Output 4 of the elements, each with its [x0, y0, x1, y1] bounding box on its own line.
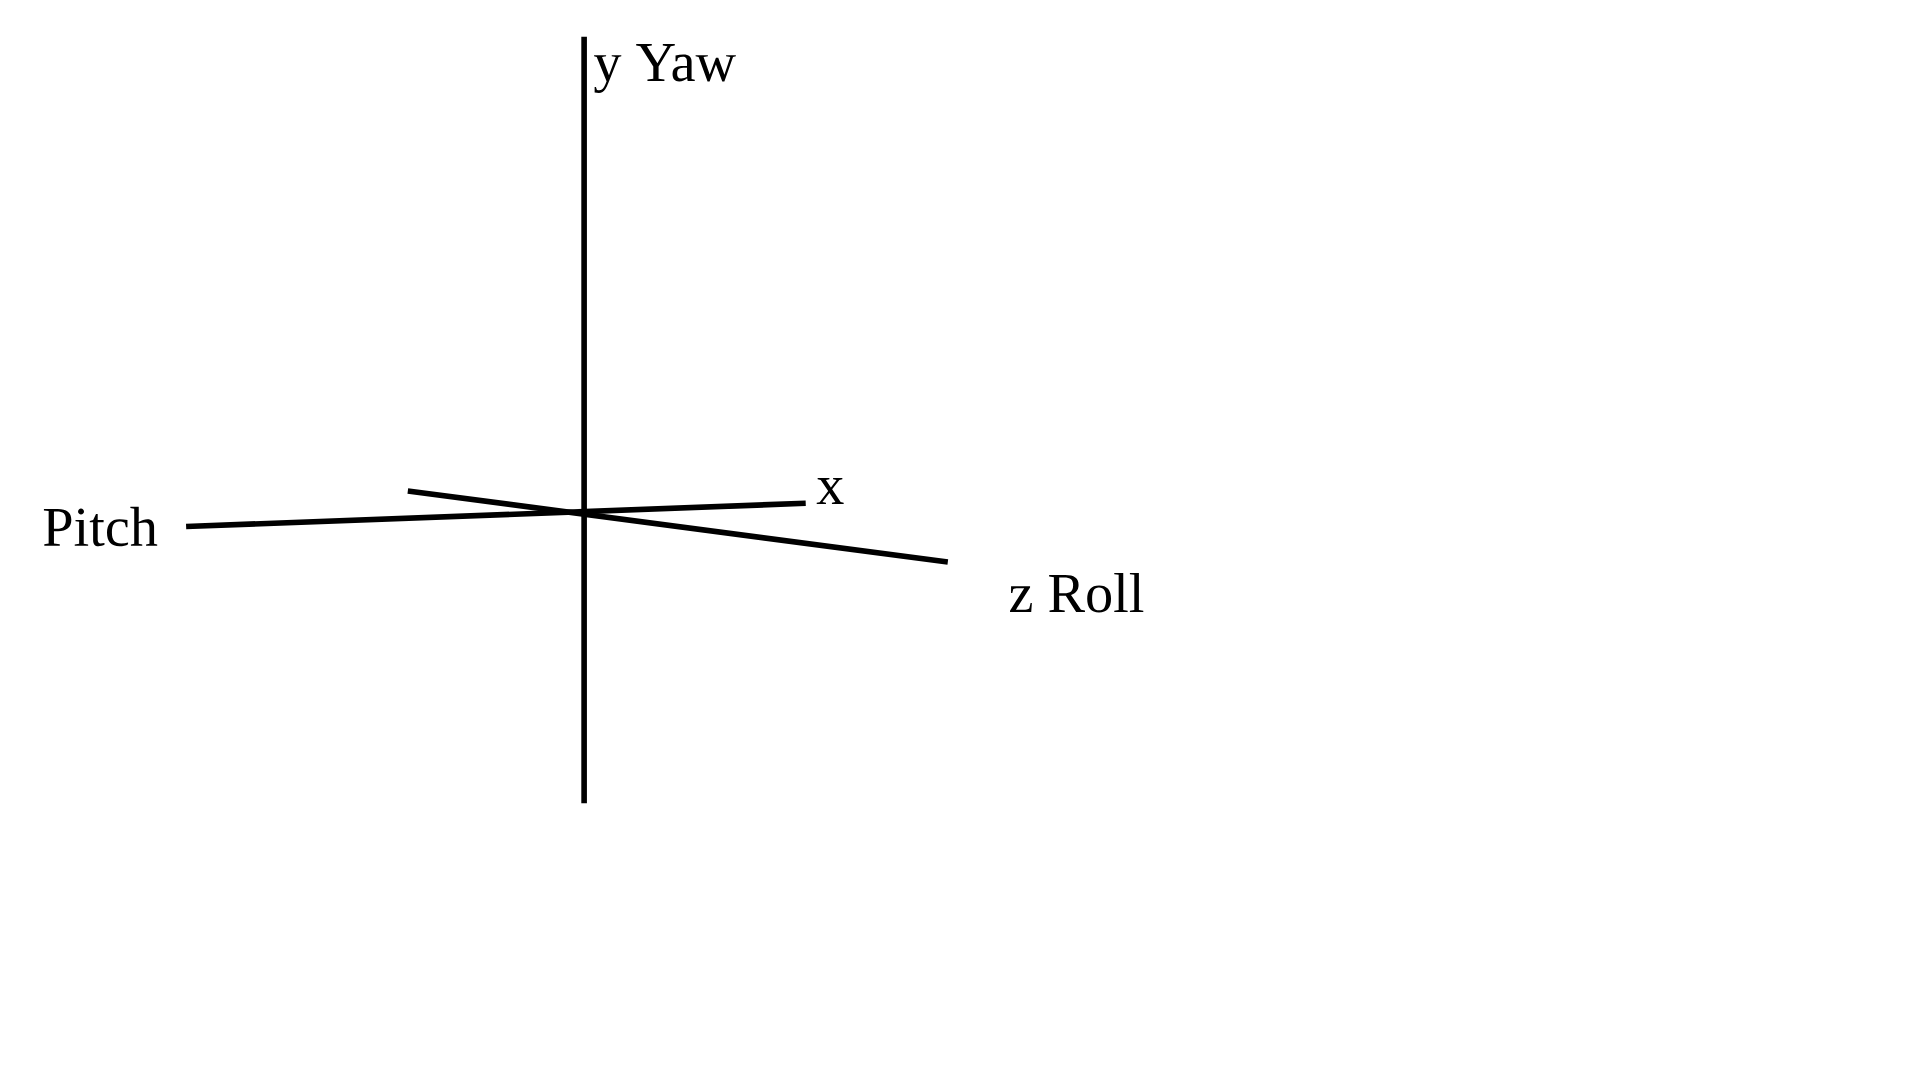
axis-label: Pitch	[43, 506, 158, 547]
axis-label: x	[816, 478, 844, 504]
axis-label: z Roll	[1010, 572, 1144, 613]
axis-label: y Yaw	[594, 44, 736, 94]
